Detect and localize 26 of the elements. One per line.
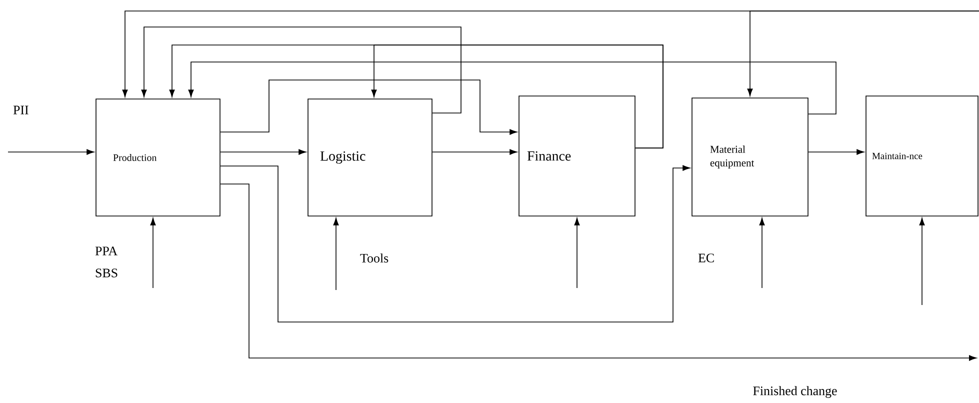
arrow [333, 218, 339, 290]
edge-label: Finished change [753, 386, 837, 398]
arrow [150, 218, 156, 288]
arrow [759, 218, 765, 288]
arrow [220, 149, 306, 155]
input-label: PII [13, 106, 28, 114]
arrow [8, 149, 94, 155]
arrow [574, 218, 580, 288]
input-label: Tools [360, 253, 388, 263]
arrow [747, 10, 979, 96]
arrow [808, 149, 864, 155]
arrow [432, 149, 518, 155]
arrow [919, 218, 925, 306]
arrow [220, 184, 977, 361]
process-box: Finance [518, 96, 636, 216]
arrow [220, 165, 690, 322]
input-label: EC [698, 254, 714, 262]
process-box: Maintain-nce [866, 96, 978, 216]
arrow [188, 62, 836, 114]
arrow [371, 44, 664, 148]
process-box: Material equipment [692, 98, 808, 216]
arrow [220, 80, 518, 135]
process-box: Production [96, 98, 220, 216]
process-box: Logistic [308, 98, 432, 216]
arrow [141, 26, 462, 114]
input-label: PPA SBS [95, 246, 118, 278]
